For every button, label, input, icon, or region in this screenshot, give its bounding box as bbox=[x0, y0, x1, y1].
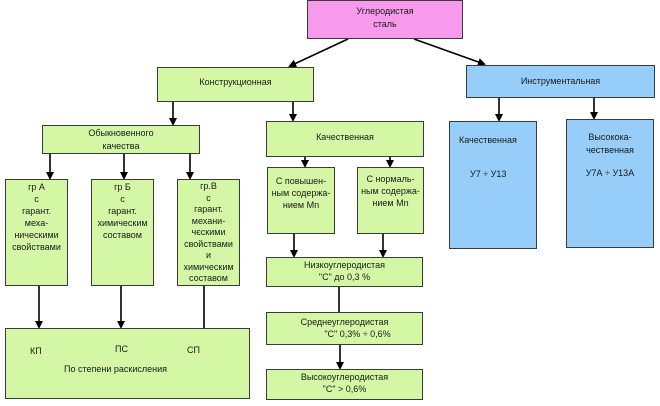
group-a-line: ническими bbox=[14, 230, 59, 240]
group-v-line: химическим bbox=[183, 261, 234, 272]
group-v-line: свойствами bbox=[184, 238, 233, 249]
group-b-box: гр Б с гарант. химическим составом bbox=[91, 179, 154, 286]
group-a-line: меха- bbox=[24, 218, 49, 228]
root-line-1: Углеродистая bbox=[356, 6, 414, 16]
high-carbon-range: "С" > 0,6% bbox=[322, 384, 367, 394]
normal-manganese-line: нием Mn bbox=[372, 198, 409, 208]
group-v-line: гарант. bbox=[194, 204, 223, 214]
ordinary-quality-line-2: качества bbox=[102, 141, 140, 151]
high-manganese-line: С повышен- bbox=[275, 176, 327, 186]
high-manganese-line: ным содержа- bbox=[271, 188, 331, 198]
group-b-line: гр Б bbox=[114, 182, 131, 192]
group-a-line: гр А bbox=[28, 182, 45, 192]
group-v-line: гр.В bbox=[200, 181, 217, 191]
medium-carbon-title: Среднеуглеродистая bbox=[300, 317, 389, 327]
root-line-2: сталь bbox=[373, 19, 397, 29]
tool-quality-box: Качественная У7 ÷ У13 bbox=[449, 121, 537, 249]
group-a-line: гарант. bbox=[22, 206, 51, 216]
structural-steel-label: Конструкционная bbox=[199, 77, 272, 87]
group-b-line: химическим bbox=[97, 218, 148, 228]
deoxidation-code-ps: ПС bbox=[115, 344, 128, 354]
group-b-line: гарант. bbox=[108, 206, 137, 216]
tool-steel-box: Инструментальная bbox=[466, 65, 655, 98]
tool-high-quality-title-line-2: чественная bbox=[586, 145, 634, 155]
deoxidation-code-kp: КП bbox=[30, 346, 42, 356]
group-a-line: свойствами bbox=[12, 242, 61, 252]
group-v-line: механи- bbox=[191, 215, 226, 226]
tool-high-quality-grades: У7А ÷ У13А bbox=[585, 168, 635, 178]
low-carbon-box: Низкоуглеродистая "С" до 0,3 % bbox=[266, 257, 423, 287]
structural-quality-label: Качественная bbox=[316, 132, 374, 142]
normal-manganese-line: ным содержа- bbox=[361, 186, 420, 196]
group-b-line: составом bbox=[102, 230, 142, 240]
group-b-line: с bbox=[120, 194, 125, 204]
high-manganese-line: нием Mn bbox=[282, 200, 320, 210]
deoxidation-caption: По степени раскисления bbox=[64, 364, 167, 374]
structural-quality-box: Качественная bbox=[266, 121, 424, 157]
high-carbon-title: Высокоуглеродистая bbox=[300, 372, 389, 382]
ordinary-quality-line-1: Обыкновенного bbox=[88, 128, 154, 138]
arrow-root-to-tool bbox=[413, 38, 486, 66]
tool-quality-grades: У7 ÷ У13 bbox=[470, 169, 507, 179]
tool-high-quality-box: Высокока- чественная У7А ÷ У13А bbox=[566, 119, 654, 248]
tool-steel-label: Инструментальная bbox=[520, 76, 601, 86]
medium-carbon-box: Среднеуглеродистая "С" 0,3% ÷ 0,6% bbox=[266, 312, 423, 345]
group-v-line: составом bbox=[188, 273, 228, 283]
ordinary-quality-box: Обыкновенного качества bbox=[42, 125, 200, 154]
high-carbon-box: Высокоуглеродистая "С" > 0,6% bbox=[266, 369, 423, 400]
normal-manganese-line: С нормаль- bbox=[366, 174, 415, 184]
deoxidation-box: КП ПС СП По степени раскисления bbox=[5, 328, 250, 399]
low-carbon-range: "С" до 0,3 % bbox=[318, 272, 371, 282]
group-v-box: гр.В с гарант. механи- чєскими свойствам… bbox=[177, 179, 240, 286]
low-carbon-title: Низкоуглеродистая bbox=[304, 260, 385, 270]
root-box-carbon-steel: Углеродистая сталь bbox=[307, 0, 463, 39]
tool-high-quality-title-line-1: Высокока- bbox=[588, 132, 632, 142]
tool-quality-title: Качественная bbox=[459, 135, 517, 145]
medium-carbon-range: "С" 0,3% ÷ 0,6% bbox=[324, 329, 391, 339]
group-a-box: гр А с гарант. меха- ническими свойствам… bbox=[5, 179, 68, 286]
group-v-line: с bbox=[206, 192, 211, 203]
normal-manganese-box: С нормаль- ным содержа- нием Mn bbox=[357, 167, 424, 234]
deoxidation-code-sp: СП bbox=[187, 345, 200, 355]
high-manganese-box: С повышен- ным содержа- нием Mn bbox=[267, 167, 335, 234]
group-a-line: с bbox=[34, 194, 39, 204]
structural-steel-box: Конструкционная bbox=[157, 67, 314, 102]
group-v-line: чєскими bbox=[191, 227, 226, 237]
arrow-root-to-structural bbox=[288, 38, 349, 68]
group-v-line: и bbox=[205, 250, 212, 260]
